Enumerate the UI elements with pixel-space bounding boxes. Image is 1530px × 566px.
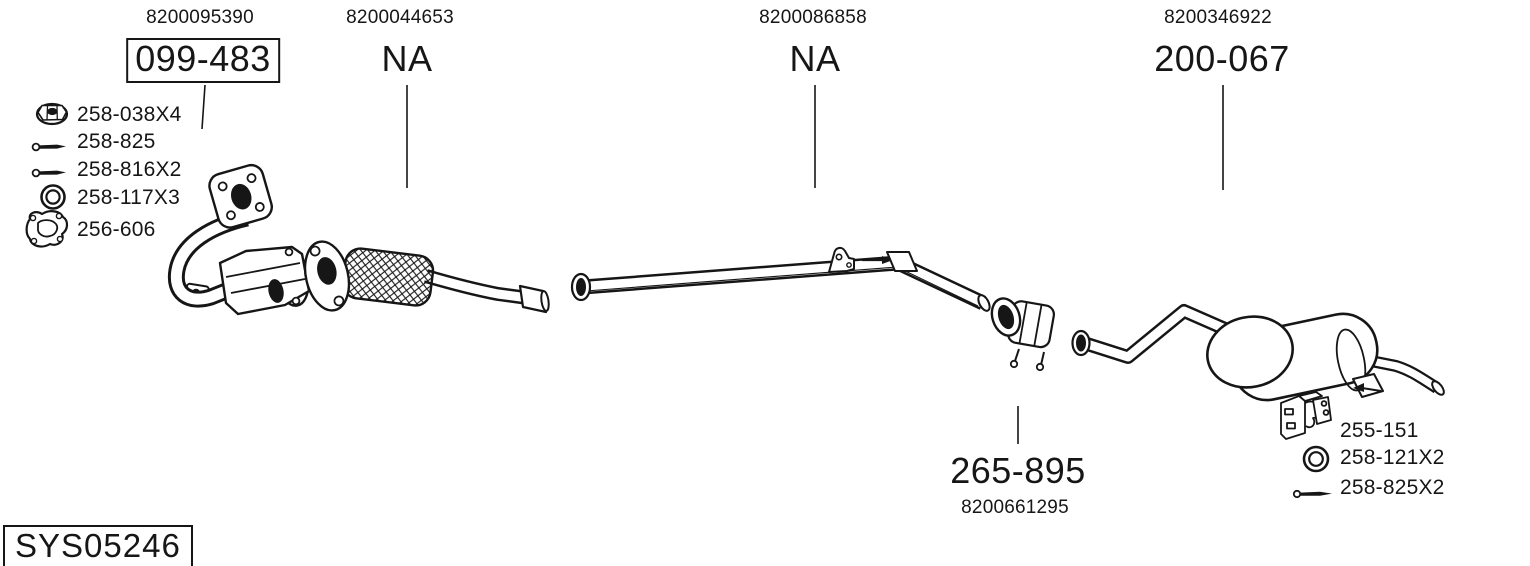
front-downpipe-drawing xyxy=(167,163,311,316)
fitting-part-label: 258-121X2 xyxy=(1340,446,1445,469)
fitting-part-label: 258-816X2 xyxy=(77,158,182,181)
oe-ref-label: 8200086858 xyxy=(759,7,867,28)
part-code: 265-895 xyxy=(950,450,1086,491)
fitting-part-label: 258-117X3 xyxy=(77,186,180,209)
fitting-part-label: 258-825 xyxy=(77,130,156,153)
fitting-part-label: 258-038X4 xyxy=(77,103,182,126)
fitting-part-label: 255-151 xyxy=(1340,419,1419,442)
clamp-drawing xyxy=(990,297,1055,372)
part-code: 200-067 xyxy=(1154,38,1290,79)
fitting-part-label: 258-825X2 xyxy=(1340,476,1445,499)
rear-silencer-drawing xyxy=(1071,304,1445,402)
part-code-na: NA xyxy=(381,38,433,79)
rubber-hanger-icon xyxy=(1280,391,1332,440)
oe-ref-label: 8200095390 xyxy=(146,7,254,28)
pipe-bracket xyxy=(828,246,855,273)
flange-gasket-icon xyxy=(25,210,69,248)
bolt-icon xyxy=(31,142,66,152)
part-code-na: NA xyxy=(789,38,841,79)
bolt-icon xyxy=(31,168,66,178)
flange-nut-icon xyxy=(35,102,69,126)
fitting-part-label: 256-606 xyxy=(77,218,156,241)
leader-lines xyxy=(201,84,1224,444)
centre-pipe-drawing xyxy=(570,246,991,312)
gasket-ring-icon xyxy=(40,184,66,210)
system-id-badge: SYS05246 xyxy=(3,525,193,566)
oe-ref-label: 8200044653 xyxy=(346,7,454,28)
gasket-ring-icon xyxy=(1302,445,1330,473)
flex-pipe-drawing xyxy=(303,240,550,314)
bolt-icon xyxy=(1292,489,1332,499)
silencer-bracket xyxy=(1352,373,1384,398)
part-code-boxed: 099-483 xyxy=(126,38,280,83)
oe-ref-label: 8200346922 xyxy=(1164,7,1272,28)
oe-ref-label: 8200661295 xyxy=(961,497,1069,518)
direction-arrow-icon xyxy=(862,251,918,272)
